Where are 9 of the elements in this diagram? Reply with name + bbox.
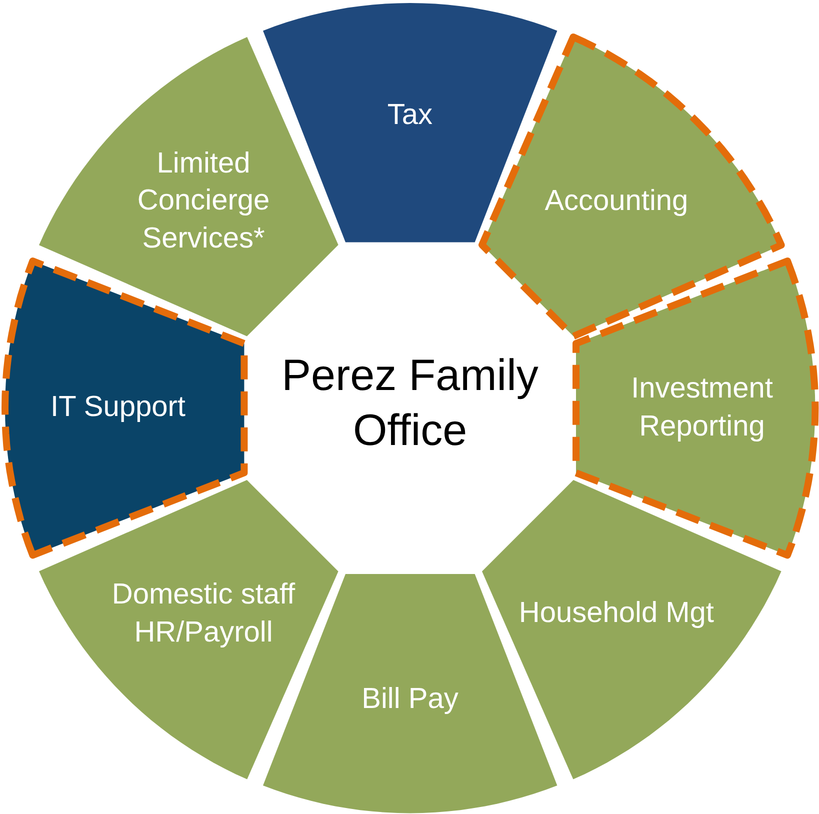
segment-label: Investment Reporting [630,371,774,444]
segment-label: Accounting [544,184,690,219]
segment-label: Limited Concierge Services* [136,146,271,256]
segment-label: IT Support [50,390,186,426]
segment-label: Household Mgt [518,596,715,632]
center-title: Perez Family Office [280,350,540,457]
segment-label: Tax [386,98,434,134]
segment-label: Domestic staff HR/Payroll [110,578,296,650]
segment-label: Bill Pay [360,682,460,718]
